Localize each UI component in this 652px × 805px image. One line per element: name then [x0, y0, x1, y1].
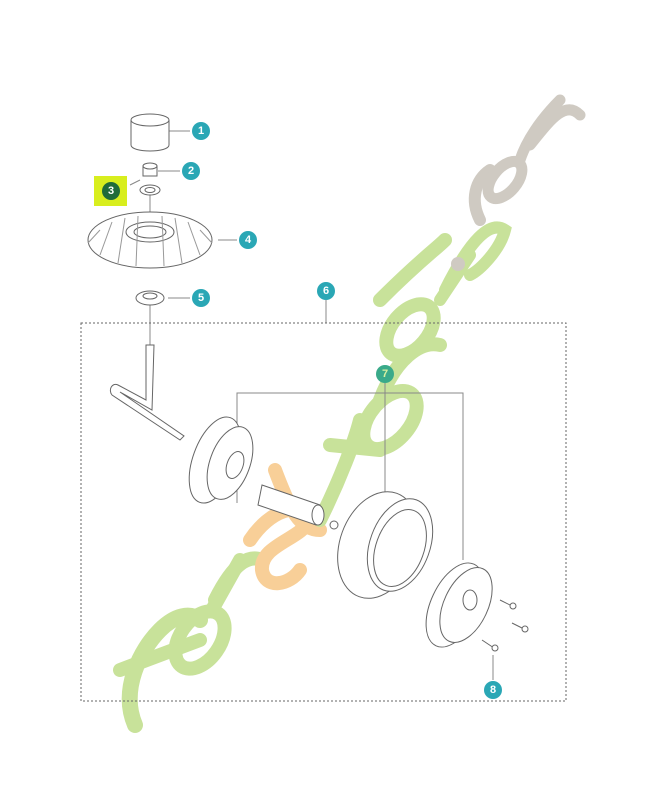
- callout-2[interactable]: 2: [182, 162, 200, 180]
- callout-6[interactable]: 6: [317, 282, 335, 300]
- callout-7[interactable]: 7: [376, 365, 394, 383]
- callout-8[interactable]: 8: [484, 681, 502, 699]
- parts: [87, 113, 529, 652]
- kit-group-box: [80, 322, 567, 702]
- callout-4[interactable]: 4: [239, 231, 257, 249]
- callout-5[interactable]: 5: [192, 289, 210, 307]
- watermark: [113, 94, 586, 733]
- callout-1[interactable]: 1: [192, 122, 210, 140]
- callout-3[interactable]: 3: [102, 182, 120, 200]
- cap-part: [130, 120, 170, 152]
